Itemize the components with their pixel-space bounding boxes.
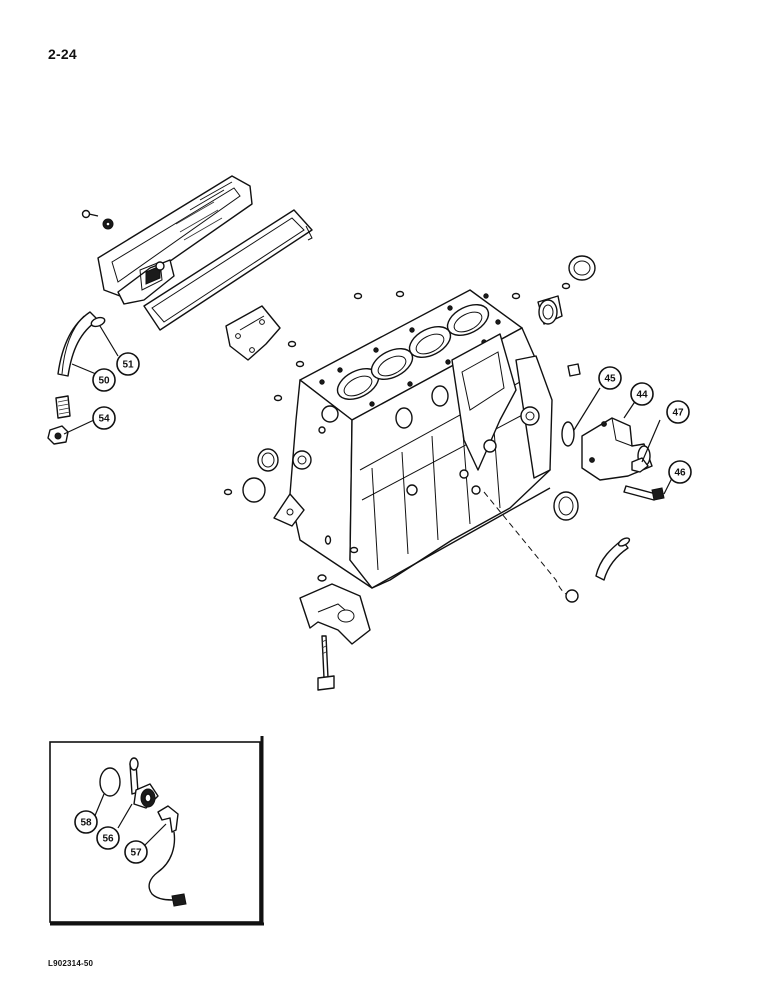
callout-45: 45 xyxy=(598,366,622,390)
callout-57: 57 xyxy=(124,840,148,864)
callout-50-label: 50 xyxy=(98,376,110,387)
callout-54-label: 54 xyxy=(98,414,110,425)
breather-cover-assembly xyxy=(81,175,253,305)
cylinder-block xyxy=(273,289,553,589)
callout-44: 44 xyxy=(630,382,654,406)
callout-47-label: 47 xyxy=(672,408,684,419)
callout-58: 58 xyxy=(74,810,98,834)
callout-46: 46 xyxy=(668,460,692,484)
callout-51: 51 xyxy=(116,352,140,376)
leader-lines xyxy=(63,325,673,495)
callout-47: 47 xyxy=(666,400,690,424)
callout-51-label: 51 xyxy=(122,360,134,371)
misc-small-parts xyxy=(223,255,665,691)
callout-57-label: 57 xyxy=(130,848,142,859)
callout-46-label: 46 xyxy=(674,468,686,479)
callout-44-label: 44 xyxy=(636,390,648,401)
cover-gasket xyxy=(143,209,313,331)
plate-cover xyxy=(225,305,281,361)
callout-56: 56 xyxy=(96,826,120,850)
callout-50: 50 xyxy=(92,368,116,392)
callout-54: 54 xyxy=(92,406,116,430)
inset-box xyxy=(49,736,264,926)
breather-hose xyxy=(47,311,106,445)
callout-45-label: 45 xyxy=(604,374,616,385)
figure-code: L902314-50 xyxy=(48,959,94,968)
page-number: 2-24 xyxy=(48,46,77,62)
callout-58-label: 58 xyxy=(80,818,92,829)
callout-56-label: 56 xyxy=(102,834,114,845)
